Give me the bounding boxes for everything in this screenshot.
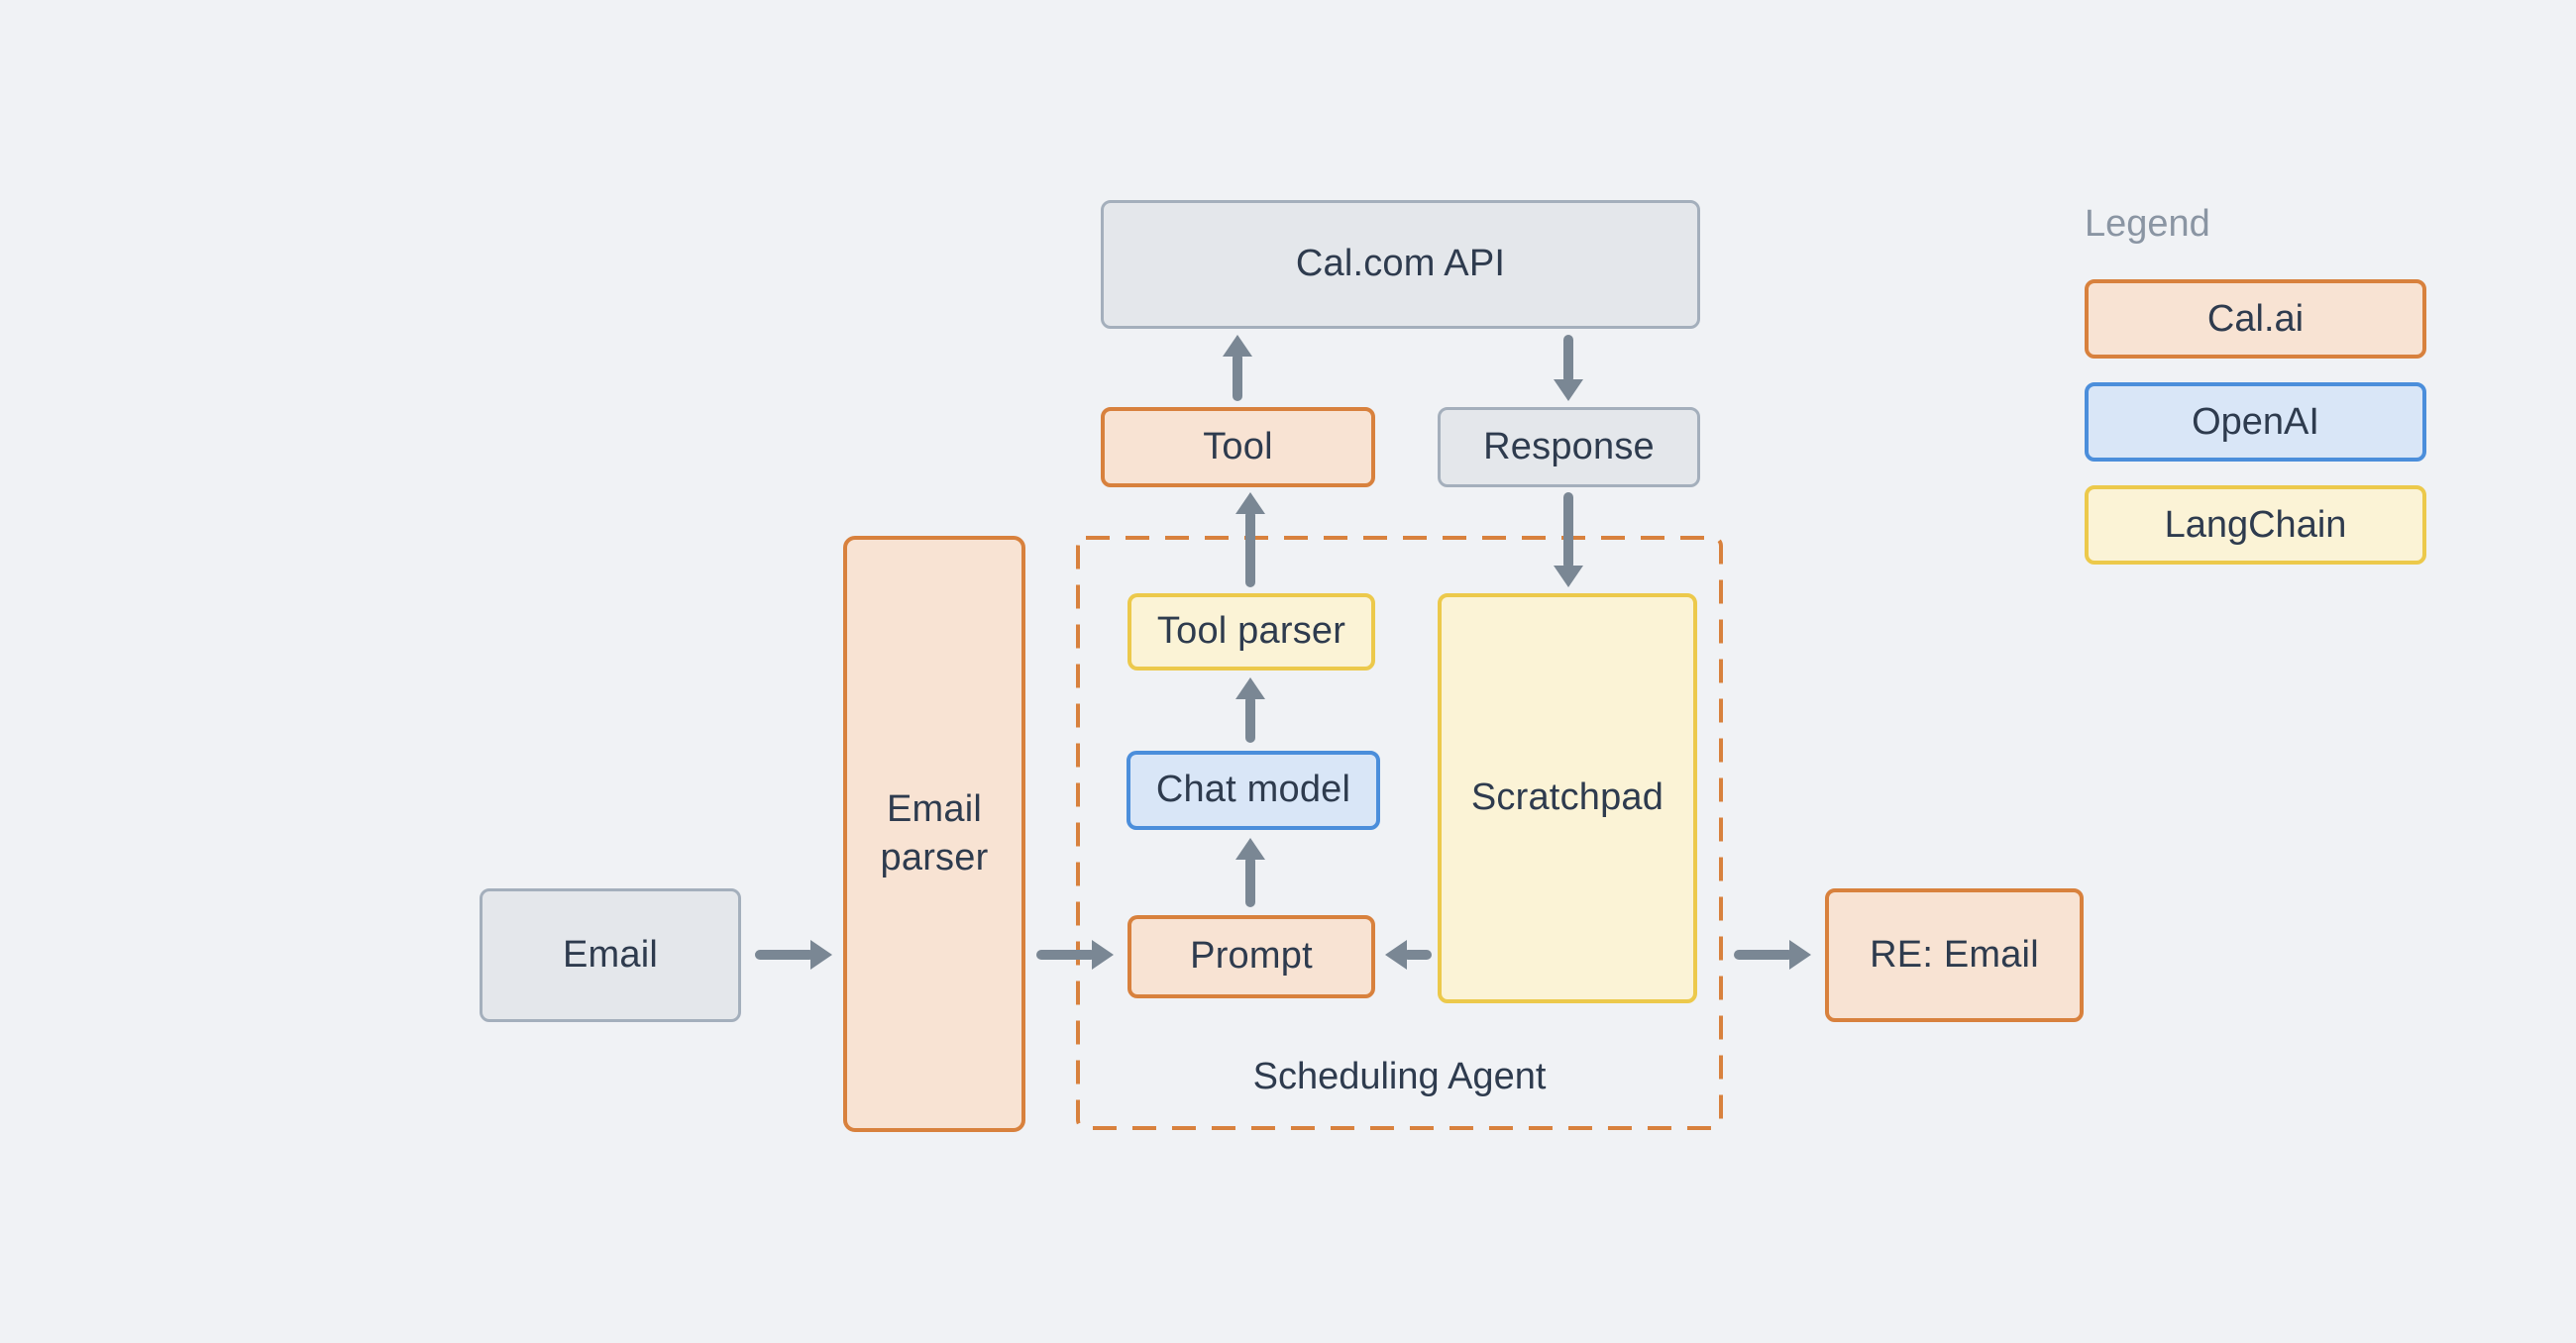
node-scratchpad: Scratchpad <box>1438 593 1697 1003</box>
node-tool-label: Tool <box>1203 425 1273 467</box>
scheduling-agent-label: Scheduling Agent <box>1252 1056 1547 1097</box>
node-chat-model: Chat model <box>1127 751 1380 830</box>
scheduling-agent-container <box>1076 536 1723 1130</box>
node-email: Email <box>480 888 741 1022</box>
node-response-label: Response <box>1483 425 1655 467</box>
node-email-parser: Email parser <box>843 536 1025 1132</box>
arrow-email-parser-to-prompt <box>1036 940 1114 970</box>
node-response: Response <box>1438 407 1700 487</box>
arrow-chat-model-to-tool-parser <box>1235 677 1265 743</box>
arrow-tool-to-cal-api <box>1223 335 1252 401</box>
legend: Legend Cal.ai OpenAI LangChain <box>2085 204 2426 588</box>
node-re-email-label: RE: Email <box>1870 933 2039 976</box>
arrow-scratchpad-to-prompt <box>1385 940 1432 970</box>
node-re-email: RE: Email <box>1825 888 2084 1022</box>
legend-item-langchain: LangChain <box>2085 485 2426 565</box>
legend-item-langchain-label: LangChain <box>2164 503 2347 546</box>
node-email-parser-label: Email parser <box>880 787 989 878</box>
arrow-agent-to-re-email <box>1734 940 1811 970</box>
node-prompt-label: Prompt <box>1190 935 1313 978</box>
node-tool-parser: Tool parser <box>1127 593 1375 671</box>
legend-item-cal-ai: Cal.ai <box>2085 279 2426 359</box>
node-chat-model-label: Chat model <box>1155 769 1351 811</box>
node-tool-parser-label: Tool parser <box>1156 610 1346 653</box>
arrow-cal-api-to-response <box>1554 335 1583 401</box>
node-scratchpad-label: Scratchpad <box>1470 776 1664 819</box>
arrow-email-to-email-parser <box>755 940 832 970</box>
legend-item-openai: OpenAI <box>2085 382 2426 462</box>
arrow-tool-parser-to-tool <box>1235 492 1265 587</box>
legend-item-cal-ai-label: Cal.ai <box>2206 297 2305 340</box>
node-cal-com-api: Cal.com API <box>1101 200 1700 329</box>
legend-item-openai-label: OpenAI <box>2192 400 2319 443</box>
arrow-prompt-to-chat-model <box>1235 838 1265 907</box>
node-cal-com-api-label: Cal.com API <box>1295 243 1506 285</box>
node-tool: Tool <box>1101 407 1375 487</box>
node-prompt: Prompt <box>1127 915 1375 998</box>
arrow-response-to-scratchpad <box>1554 492 1583 587</box>
legend-title: Legend <box>2085 203 2210 245</box>
node-email-label: Email <box>562 933 659 976</box>
